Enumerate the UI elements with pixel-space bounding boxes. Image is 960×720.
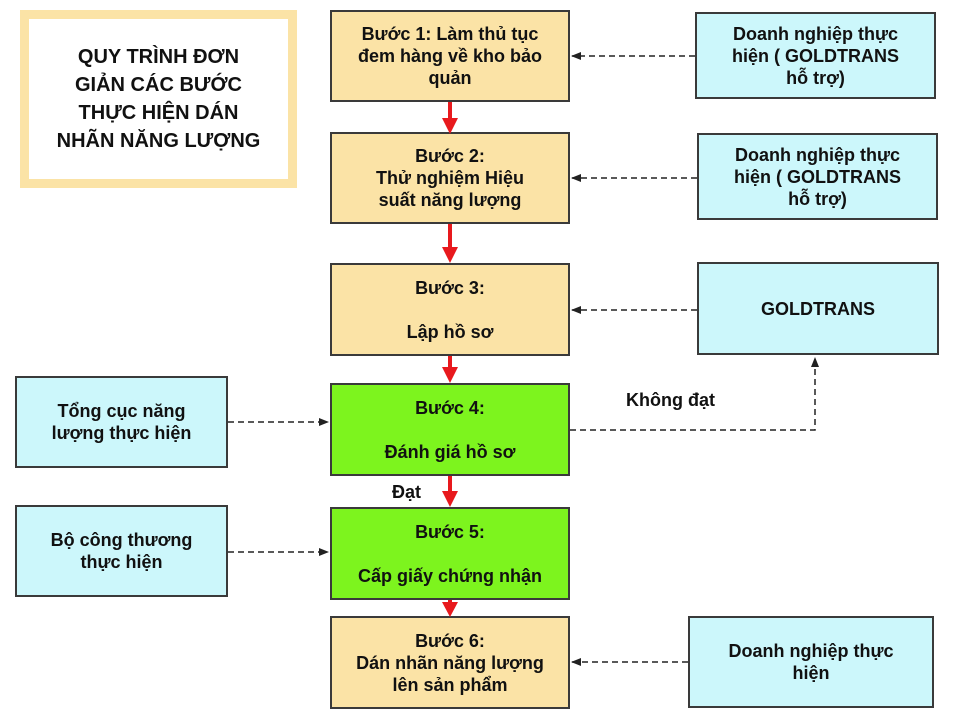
step-6-box: Bước 6: Dán nhãn năng lượng lên sản phẩm — [330, 616, 570, 709]
step-5-box: Bước 5: Cấp giấy chứng nhận — [330, 507, 570, 600]
step-2-box: Bước 2: Thử nghiệm Hiệu suất năng lượng — [330, 132, 570, 224]
actor-right-1: Doanh nghiệp thực hiện ( GOLDTRANS hỗ tr… — [695, 12, 936, 99]
actor-right-2: Doanh nghiệp thực hiện ( GOLDTRANS hỗ tr… — [697, 133, 938, 220]
actor-left-5: Bộ công thương thực hiện — [15, 505, 228, 597]
actor-left-4: Tổng cục năng lượng thực hiện — [15, 376, 228, 468]
actor-right-6: Doanh nghiệp thực hiện — [688, 616, 934, 708]
flow-arrow-3-4-head — [442, 367, 458, 383]
pass-label: Đạt — [392, 482, 422, 502]
connector-fail-path — [570, 357, 819, 431]
actor-right-3: GOLDTRANS — [697, 262, 939, 355]
fail-label: Không đạt — [626, 390, 715, 410]
step-4-box: Bước 4: Đánh giá hồ sơ — [330, 383, 570, 476]
step-3-box: Bước 3: Lập hồ sơ — [330, 263, 570, 356]
step-1-box: Bước 1: Làm thủ tục đem hàng về kho bảo … — [330, 10, 570, 102]
flow-arrow-1-2-head — [442, 118, 458, 134]
flow-arrow-4-5-head — [442, 491, 458, 507]
flow-arrow-2-3-head — [442, 247, 458, 263]
flow-arrow-5-6-head — [442, 602, 458, 617]
diagram-title: QUY TRÌNH ĐƠN GIẢN CÁC BƯỚC THỰC HIỆN DÁ… — [20, 10, 297, 188]
